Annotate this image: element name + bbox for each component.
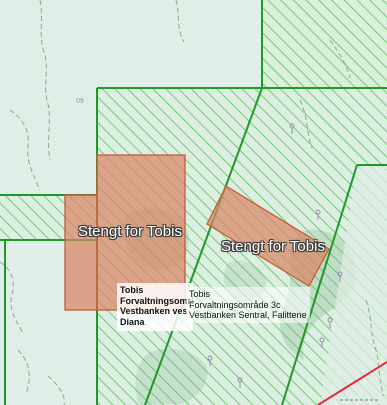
grid-number: 09 bbox=[76, 98, 84, 105]
closed-area-west-extension[interactable] bbox=[64, 194, 98, 311]
closed-area-east[interactable] bbox=[206, 185, 330, 287]
red-boundary-line bbox=[317, 361, 387, 405]
open-corridor-right bbox=[320, 165, 387, 405]
popup-line: Diana bbox=[120, 316, 145, 327]
popup-line: Forvaltningsområde 3c bbox=[189, 299, 281, 310]
depth-markers bbox=[207, 123, 343, 388]
management-zone-northeast bbox=[262, 0, 387, 88]
popup-line: Vestbanken ves bbox=[120, 306, 188, 316]
closed-area-label-east: Stengt for Tobis bbox=[221, 238, 325, 255]
feature-info-popup-primary[interactable]: Tobis Forvaltningsområ Vestbanken ves Di… bbox=[117, 283, 193, 331]
popup-line: Tobis bbox=[120, 285, 144, 295]
popup-line: Forvaltningsområ bbox=[120, 295, 193, 306]
popup-line: Vestbanken Sentral, Falittene bbox=[189, 310, 307, 320]
feature-info-popup-secondary[interactable]: Tobis Forvaltningsområde 3c Vestbanken S… bbox=[186, 287, 310, 323]
popup-line: Tobis bbox=[189, 289, 211, 299]
closed-area-label-west: Stengt for Tobis bbox=[78, 223, 182, 240]
